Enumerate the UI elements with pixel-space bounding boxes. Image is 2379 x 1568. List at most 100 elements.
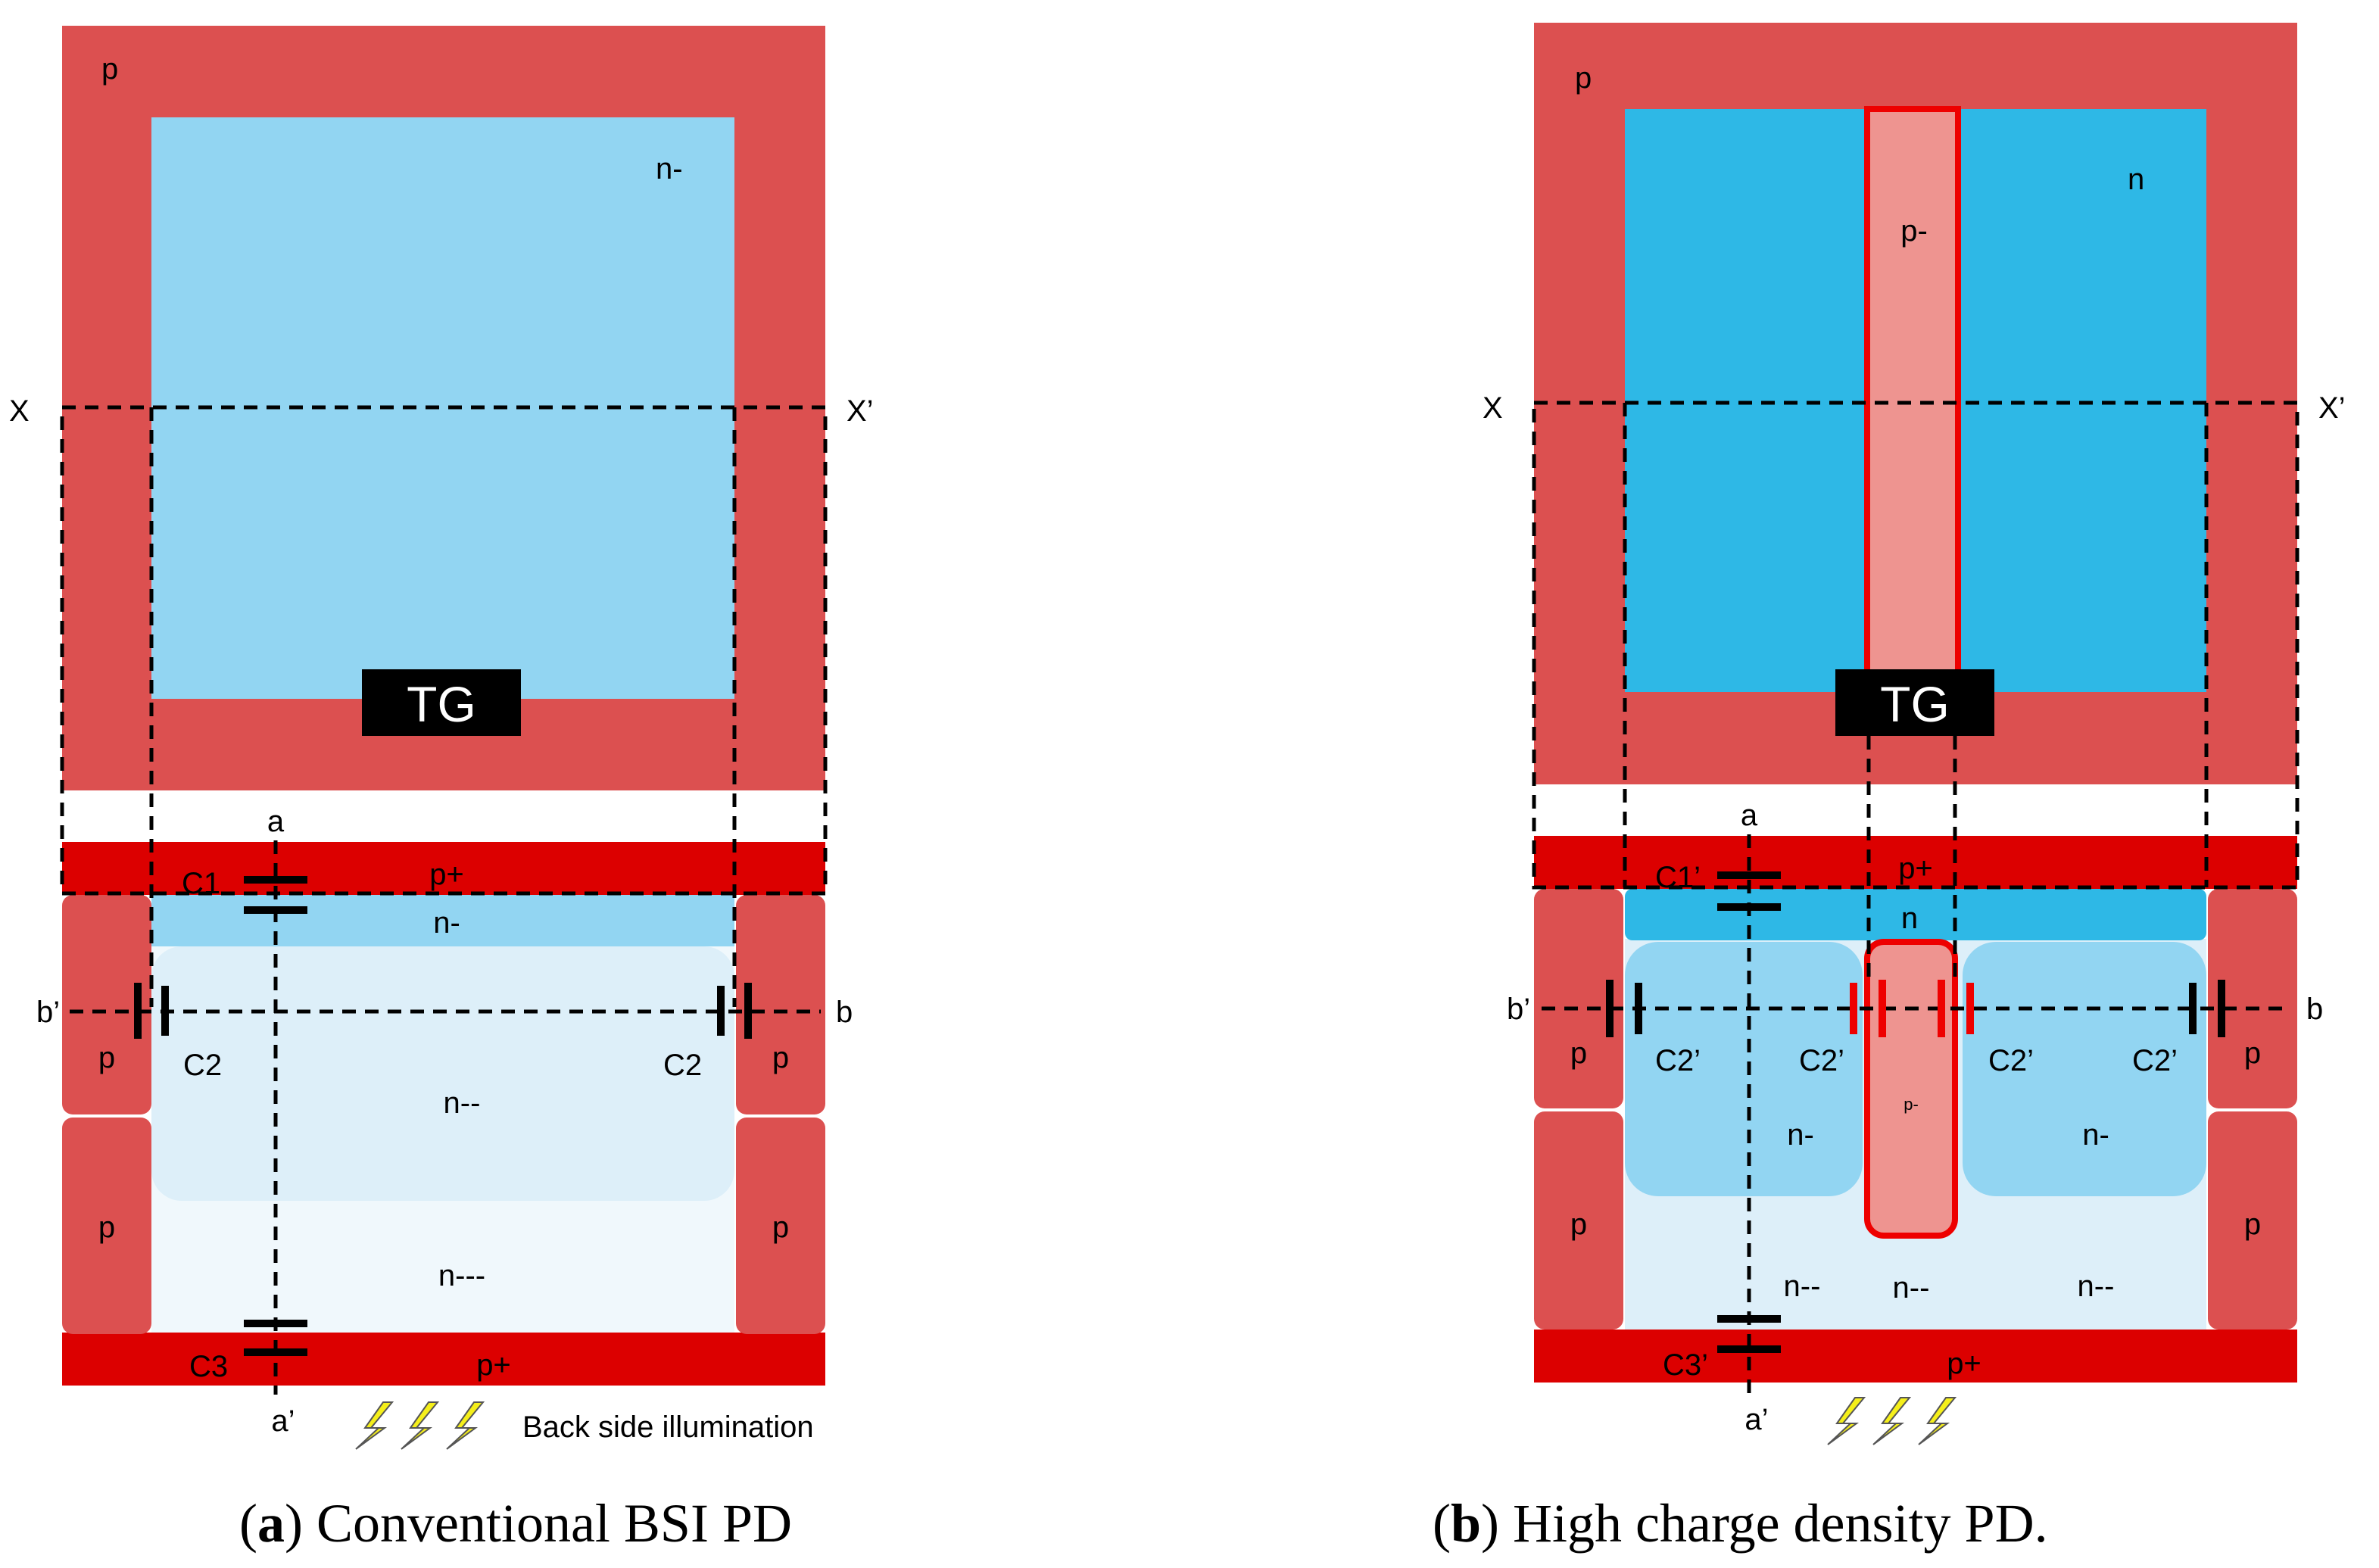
label-n-mm-right-b: n-- (2078, 1270, 2115, 1303)
label-p-right-upper-b: p (2244, 1037, 2261, 1070)
lightning-bolt-icon (446, 1401, 485, 1450)
label-p-plus-bottom-b: p+ (1947, 1347, 1981, 1380)
label-b-a: b (836, 996, 853, 1029)
panel-a-guides (60, 405, 828, 1395)
n-minus-left-region-b (1625, 942, 1863, 1196)
panel-a-cross-section: p+ n- n-- n--- p+ p p p p (62, 842, 825, 1386)
label-p-left-upper-b: p (1570, 1037, 1587, 1070)
label-c2-prime-1: C2’ (1655, 1044, 1701, 1077)
p-plus-top-layer-a (62, 842, 825, 895)
label-p-right-upper-a: p (772, 1041, 789, 1074)
label-p-plus-top-b: p+ (1898, 852, 1933, 885)
p-minus-pillar-b (1864, 939, 1958, 1239)
transfer-gate-a (362, 669, 521, 736)
illumination-icon-b (1827, 1397, 1957, 1445)
label-a-prime: a’ (271, 1404, 295, 1438)
label-p-left-upper-a: p (98, 1041, 115, 1074)
caption-a-open: ( (239, 1493, 257, 1554)
p-pillar-left-lower-a (62, 1118, 151, 1334)
p-pillar-left-upper-a (62, 895, 151, 1114)
label-p-plus-top-a: p+ (429, 858, 464, 891)
label-n-top-b: n (2128, 163, 2144, 196)
p-pillar-right-upper-a (736, 895, 825, 1114)
cut-line-box-b (1532, 401, 2299, 890)
lightning-bolt-icon (401, 1401, 440, 1450)
label-n-minus-left-b: n- (1787, 1118, 1814, 1152)
label-p-right-lower-b: p (2244, 1208, 2261, 1241)
label-n-minus-right-b: n- (2082, 1118, 2109, 1152)
label-c1: C1 (182, 867, 220, 900)
label-p-minus-top-b: p- (1900, 214, 1928, 248)
label-n-mm-a: n-- (444, 1086, 481, 1120)
transfer-gate-b (1835, 669, 1994, 736)
n-layer-b (1625, 889, 2206, 940)
label-tg-b: TG (1880, 676, 1950, 732)
label-p-left-lower-a: p (98, 1211, 115, 1244)
label-n-mm-center-b: n-- (1893, 1271, 1930, 1305)
caption-a-title: ) Conventional BSI PD (285, 1493, 792, 1554)
label-c3: C3 (189, 1350, 228, 1383)
p-pillar-right-lower-b (2208, 1111, 2297, 1330)
p-plus-bottom-layer-a (62, 1333, 825, 1386)
lightning-bolt-icon (1827, 1397, 1866, 1445)
label-p-top-a: p (101, 52, 118, 86)
p-plus-bottom-layer-b (1534, 1330, 2297, 1383)
caption-b-open: ( (1433, 1493, 1451, 1554)
n-minus-region-top-a (151, 117, 734, 699)
label-x-b: X (1483, 391, 1503, 425)
label-a-prime-b: a’ (1744, 1403, 1768, 1436)
label-b-prime-b: b’ (1507, 993, 1530, 1026)
label-p-right-lower-a: p (772, 1211, 789, 1244)
p-plus-top-layer-b (1534, 836, 2297, 889)
label-p-top-b: p (1575, 61, 1592, 95)
label-x-prime-a: X’ (847, 394, 874, 428)
caption-a: (a) Conventional BSI PD (239, 1493, 792, 1554)
label-c2-prime-3: C2’ (1988, 1044, 2034, 1077)
label-c2-right: C2 (663, 1049, 702, 1082)
caption-b-letter: b (1451, 1493, 1481, 1554)
caption-b: (b) High charge density PD. (1433, 1493, 2048, 1554)
label-p-left-lower-b: p (1570, 1208, 1587, 1241)
panel-b: p n p- TG p+ n n- n- p- n-- n-- n-- (1433, 23, 2346, 1554)
p-pillar-left-upper-b (1534, 889, 1623, 1108)
p-pillar-right-lower-a (736, 1118, 825, 1334)
label-p-minus-small-b: p- (1904, 1095, 1919, 1114)
panel-b-cross-section: p+ n n- n- p- n-- n-- n-- p+ p p p p (1534, 836, 2297, 1383)
label-a: a (267, 805, 285, 838)
label-x-a: X (9, 394, 30, 428)
p-minus-column-top-b (1864, 106, 1961, 675)
lightning-bolt-icon (1872, 1397, 1912, 1445)
lightning-bolt-icon (1918, 1397, 1957, 1445)
label-tg-a: TG (407, 676, 476, 732)
panel-b-capacitors: C1’ C2’ C2’ C2’ C2’ C3’ a a’ b’ b X X’ (1483, 391, 2346, 1436)
label-c2-prime-2: C2’ (1799, 1044, 1844, 1077)
caption-b-title: ) High charge density PD. (1481, 1493, 2048, 1554)
label-x-prime-b: X’ (2318, 391, 2346, 425)
n-minus-right-region-b (1963, 942, 2206, 1196)
panel-b-guides (1532, 401, 2299, 1395)
n-minus-minus-region-a (151, 946, 734, 1201)
label-n-minus-top-a: n- (656, 152, 683, 185)
label-b-prime-a: b’ (36, 996, 60, 1029)
lightning-bolt-icon (355, 1401, 394, 1450)
p-pillar-right-upper-b (2208, 889, 2297, 1108)
cut-line-box-a (60, 405, 828, 896)
label-c1-prime: C1’ (1655, 861, 1701, 894)
label-n-mmm-a: n--- (438, 1259, 485, 1292)
label-c2-prime-4: C2’ (2132, 1044, 2178, 1077)
label-n-minus-a: n- (433, 906, 460, 940)
label-n-b: n (1901, 902, 1918, 935)
p-pillar-left-lower-b (1534, 1111, 1623, 1330)
label-c3-prime: C3’ (1663, 1348, 1708, 1382)
illumination-label: Back side illumination (522, 1411, 814, 1444)
label-c2-left: C2 (183, 1049, 222, 1082)
label-b-b: b (2306, 993, 2323, 1026)
n-minus-layer-a (151, 895, 734, 946)
panel-a: p n- TG p+ n- n-- n--- p+ p p p p (9, 26, 874, 1554)
label-a-b: a (1741, 799, 1758, 832)
panel-a-capacitors: C1 C2 C2 C3 a a’ b’ b X X’ (9, 394, 874, 1438)
caption-a-letter: a (257, 1493, 285, 1554)
illumination-icon-a (355, 1401, 485, 1450)
label-p-plus-bottom-a: p+ (476, 1348, 511, 1382)
